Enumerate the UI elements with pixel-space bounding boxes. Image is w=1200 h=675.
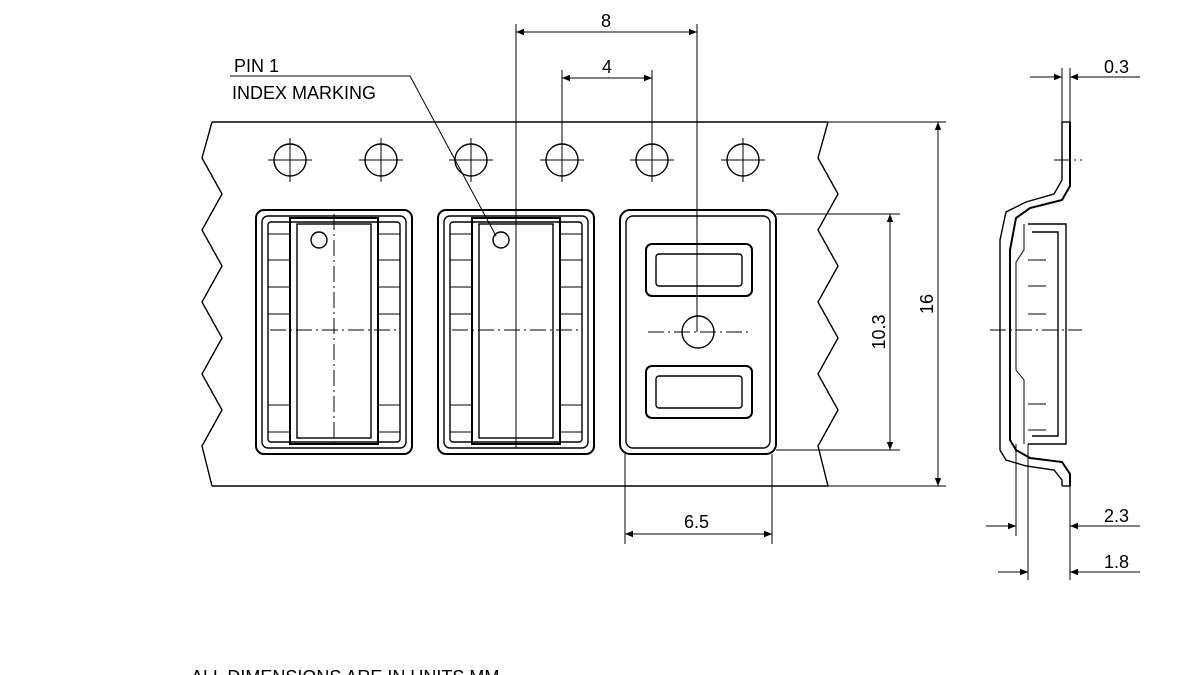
empty-pocket	[619, 209, 777, 455]
dimension-hole-pitch: 4	[561, 57, 653, 182]
dim-pitch-label: 8	[601, 11, 611, 31]
dimension-thickness: 0.3	[1030, 57, 1140, 122]
pocket-with-component-1	[255, 209, 413, 455]
dimension-pocket-depth: 1.8	[998, 444, 1140, 580]
dimension-pocket-width: 6.5	[624, 454, 773, 544]
dimension-tape-depth: 2.3	[986, 444, 1140, 536]
dim-thickness-label: 0.3	[1104, 57, 1129, 77]
dim-pocket-depth-label: 1.8	[1104, 552, 1129, 572]
sprocket-hole	[359, 138, 403, 182]
dim-tape-width-label: 16	[917, 294, 937, 314]
dim-hole-pitch-label: 4	[602, 57, 612, 77]
dim-tape-depth-label: 2.3	[1104, 506, 1129, 526]
dimension-pocket-length: 10.3	[776, 213, 900, 451]
sprocket-hole	[268, 138, 312, 182]
dimension-pitch: 8	[515, 11, 698, 448]
pin1-label-line2: INDEX MARKING	[232, 83, 376, 103]
sprocket-holes	[268, 138, 765, 182]
pin1-leader: PIN 1 INDEX MARKING	[230, 56, 497, 237]
pin1-dot-icon	[492, 231, 510, 249]
pin1-label-line1: PIN 1	[234, 56, 279, 76]
dimension-tape-width: 16	[828, 121, 946, 487]
tape-break-right	[817, 121, 839, 487]
units-note: ALL DIMENSIONS ARE IN UNITS MM	[191, 667, 499, 675]
dim-pocket-width-label: 6.5	[684, 512, 709, 532]
carrier-tape-top-view	[201, 121, 839, 487]
dim-pocket-length-label: 10.3	[869, 314, 889, 349]
sprocket-hole	[721, 138, 765, 182]
tape-side-view	[990, 121, 1082, 487]
pin1-dot-icon	[310, 231, 328, 249]
tape-break-left	[201, 121, 223, 487]
